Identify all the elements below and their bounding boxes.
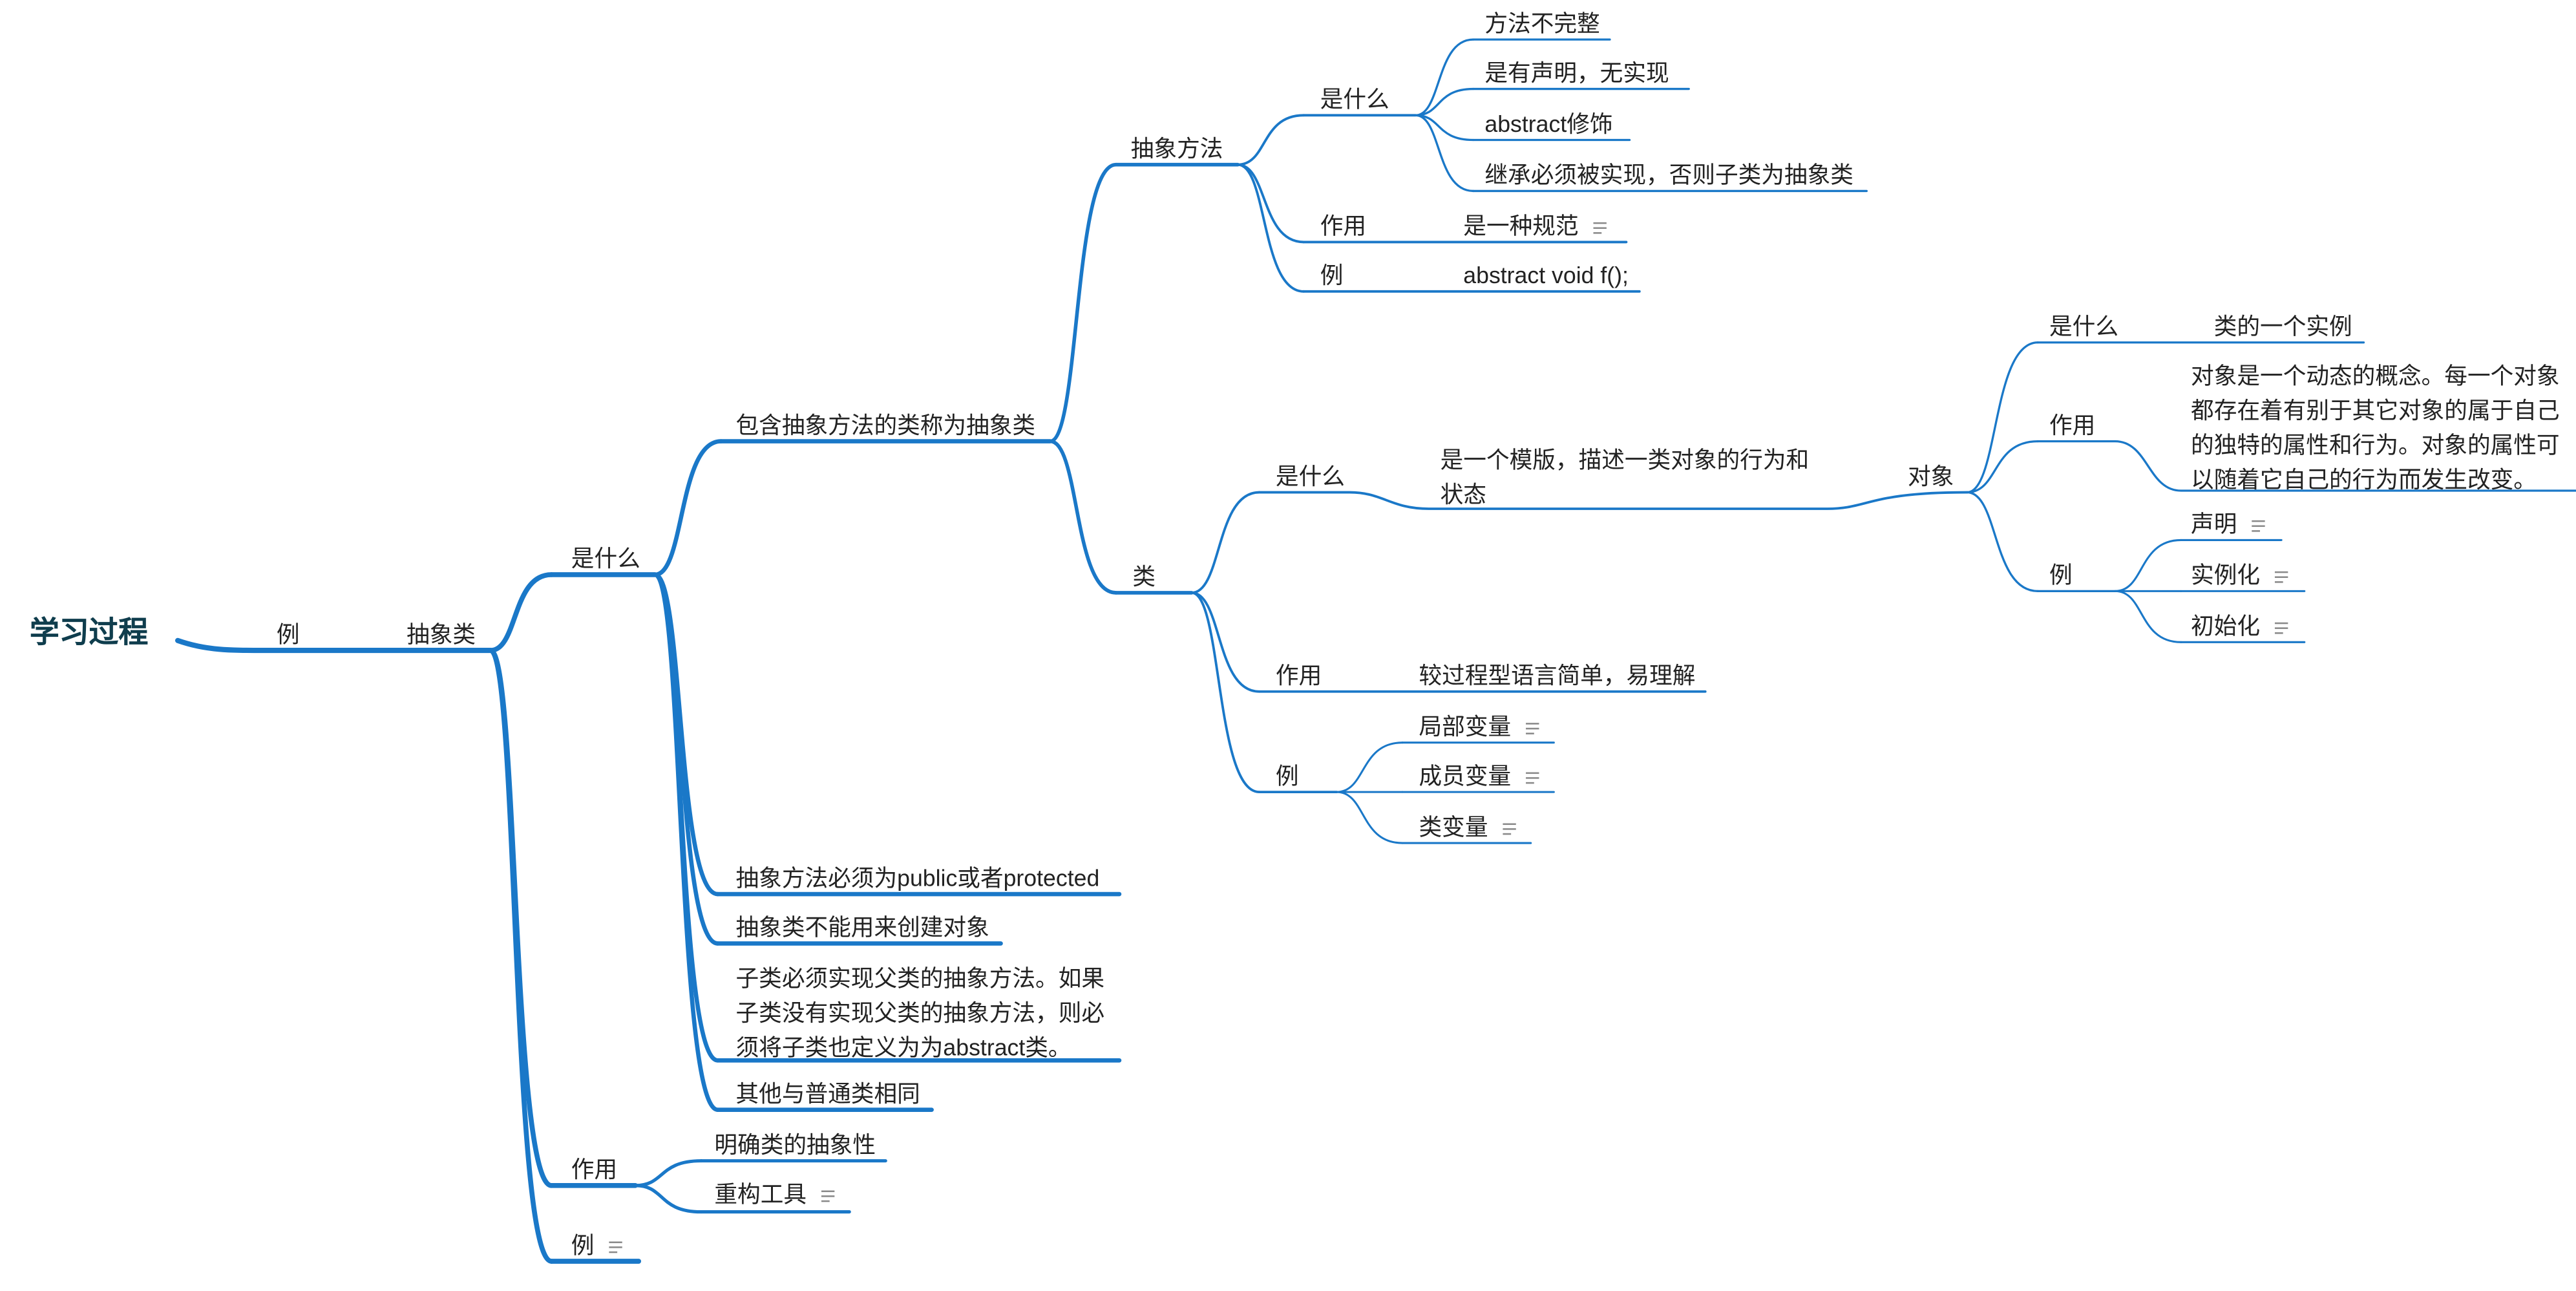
connector-abstract-method — [1048, 162, 1118, 443]
connector-ac-ex — [488, 648, 554, 1264]
topic-object-initialize-label: 初始化 — [2191, 612, 2261, 639]
note-icon[interactable] — [1593, 222, 1607, 234]
note-icon[interactable] — [821, 1190, 835, 1202]
topic-abstract-class-use[interactable]: 作用 — [571, 1155, 618, 1182]
connector-ac-use-2 — [633, 1184, 703, 1214]
topic-object-example[interactable]: 例 — [2049, 561, 2073, 588]
topic-refactor-tool[interactable]: 重构工具 — [714, 1177, 835, 1211]
topic-refactor-tool-label: 重构工具 — [714, 1180, 807, 1207]
underline-obj-use — [2036, 440, 2576, 492]
topic-am-declared-no-impl[interactable]: 是有声明，无实现 — [1484, 59, 1669, 86]
topic-object-declare[interactable]: 声明 — [2191, 507, 2265, 541]
note-icon[interactable] — [1503, 822, 1516, 835]
topic-contains-abstract-method[interactable]: 包含抽象方法的类称为抽象类 — [735, 411, 1036, 438]
topic-local-variable-label: 局部变量 — [1419, 712, 1512, 740]
topic-abstract-method-what[interactable]: 是什么 — [1320, 85, 1389, 112]
topic-abstract-class-example-label: 例 — [571, 1232, 595, 1258]
topic-object-instance[interactable]: 类的一个实例 — [2213, 312, 2352, 339]
connector-obj-use — [1966, 440, 2039, 494]
connector-ac-use — [488, 648, 554, 1188]
connector-cls-ex-3 — [1335, 791, 1404, 844]
note-icon[interactable] — [2274, 571, 2288, 583]
topic-example-top[interactable]: 例 — [276, 621, 300, 647]
connector-am-what-3 — [1414, 114, 1475, 142]
connector-rule-4 — [653, 572, 720, 1112]
connector-cls-use — [1190, 592, 1261, 693]
topic-abstract-class[interactable]: 抽象类 — [406, 621, 476, 647]
connector-obj-ex-1 — [2114, 539, 2182, 592]
connector-cls-ex — [1190, 592, 1261, 794]
topic-class-template[interactable]: 是一个模版，描述一类对象的行为和状态 — [1440, 446, 1810, 507]
topic-local-variable[interactable]: 局部变量 — [1419, 710, 1539, 744]
connector-am-what-1 — [1414, 38, 1475, 116]
connector-am-use — [1236, 163, 1305, 244]
note-icon[interactable] — [2252, 520, 2265, 532]
topic-am-incomplete[interactable]: 方法不完整 — [1484, 10, 1600, 37]
connector-cls-what — [1190, 491, 1261, 594]
topic-class-simple[interactable]: 较过程型语言简单，易理解 — [1419, 661, 1696, 688]
connector-am-ex — [1236, 163, 1305, 293]
connector-obj-what — [1966, 341, 2039, 494]
connector-obj-ex — [1966, 491, 2039, 593]
connector-root — [175, 637, 494, 654]
connector-cls-ex-1 — [1335, 742, 1404, 793]
note-icon[interactable] — [1526, 772, 1539, 784]
topic-rule-same-as-normal[interactable]: 其他与普通类相同 — [735, 1080, 920, 1107]
connector-am-what-4 — [1414, 114, 1475, 193]
topic-am-example-code[interactable]: abstract void f(); — [1463, 261, 1629, 288]
topic-object[interactable]: 对象 — [1907, 462, 1954, 489]
note-icon[interactable] — [2274, 622, 2288, 634]
note-icon[interactable] — [609, 1241, 622, 1253]
connector-am-what — [1236, 114, 1305, 166]
topic-object-what[interactable]: 是什么 — [2049, 312, 2118, 339]
topic-class-what[interactable]: 是什么 — [1275, 462, 1345, 489]
connector-template-object — [1258, 491, 1969, 510]
topic-class-use[interactable]: 作用 — [1275, 661, 1322, 688]
connector-contains — [653, 439, 723, 577]
connector-ac-use-1 — [633, 1159, 703, 1188]
topic-object-dynamic[interactable]: 对象是一个动态的概念。每一个对象都存在着有别于其它对象的属于自己的独特的属性和行… — [2191, 362, 2560, 493]
topic-what-is[interactable]: 是什么 — [571, 545, 640, 571]
topic-member-variable[interactable]: 成员变量 — [1419, 759, 1539, 793]
topic-am-spec[interactable]: 是一种规范 — [1463, 209, 1607, 243]
topic-object-instantiate[interactable]: 实例化 — [2191, 558, 2288, 592]
topic-abstract-class-example[interactable]: 例 — [571, 1228, 622, 1263]
connector-obj-ex-3 — [2114, 590, 2182, 643]
topic-abstract-method[interactable]: 抽象方法 — [1130, 134, 1223, 162]
topic-abstract-method-example[interactable]: 例 — [1320, 261, 1344, 288]
topic-class-variable[interactable]: 类变量 — [1419, 810, 1516, 844]
note-icon[interactable] — [1526, 722, 1539, 734]
connector-rule-1 — [653, 572, 720, 897]
topic-object-initialize[interactable]: 初始化 — [2191, 609, 2288, 643]
topic-member-variable-label: 成员变量 — [1419, 762, 1512, 789]
topic-rule-no-instantiation[interactable]: 抽象类不能用来创建对象 — [735, 913, 989, 941]
topic-clarify-abstraction[interactable]: 明确类的抽象性 — [714, 1131, 876, 1158]
topic-am-must-implement[interactable]: 继承必须被实现，否则子类为抽象类 — [1484, 161, 1853, 188]
topic-am-abstract-modifier[interactable]: abstract修饰 — [1484, 110, 1613, 137]
connector-am-what-2 — [1414, 87, 1475, 116]
topic-abstract-method-use[interactable]: 作用 — [1320, 212, 1367, 239]
topic-rule-public-protected[interactable]: 抽象方法必须为public或者protected — [735, 864, 1100, 891]
connector-class — [1048, 439, 1118, 595]
topic-class-example[interactable]: 例 — [1275, 762, 1299, 789]
topic-am-spec-label: 是一种规范 — [1463, 212, 1579, 239]
topic-rule-subclass-implement[interactable]: 子类必须实现父类的抽象方法。如果子类没有实现父类的抽象方法，则必须将子类也定义为… — [735, 965, 1105, 1061]
topic-object-instantiate-label: 实例化 — [2191, 561, 2261, 588]
topic-class-variable-label: 类变量 — [1419, 813, 1488, 840]
topic-object-use[interactable]: 作用 — [2049, 411, 2096, 438]
topic-object-declare-label: 声明 — [2191, 510, 2237, 537]
connector-what — [488, 572, 554, 653]
topic-class[interactable]: 类 — [1132, 563, 1156, 590]
root-topic[interactable]: 学习过程 — [29, 615, 149, 649]
